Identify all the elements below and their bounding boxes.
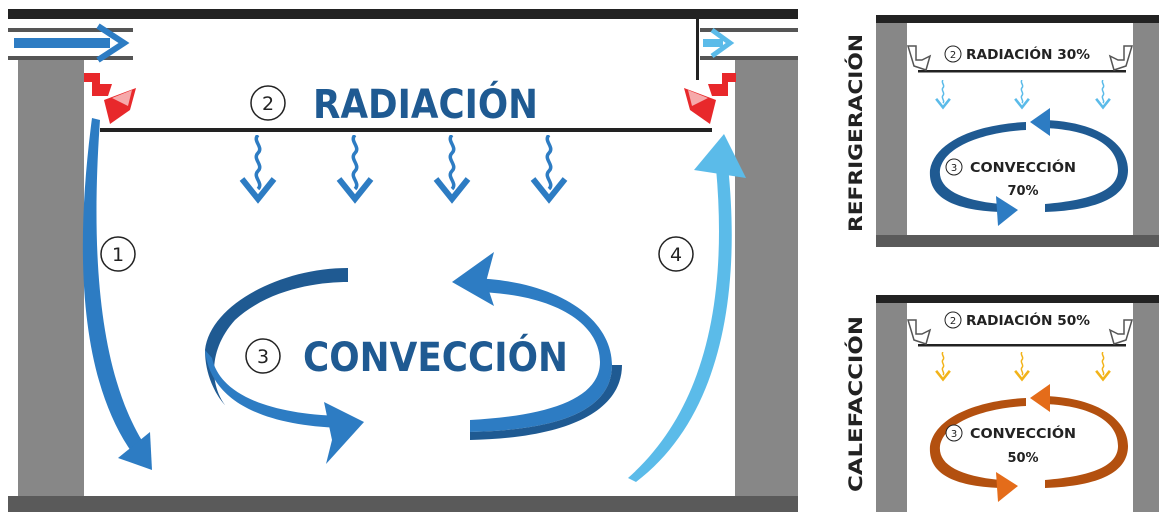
radiation-arrow-4 [533,135,565,199]
heating-right-diffuser-icon [1108,319,1134,345]
return-air-arrow [703,27,735,59]
svg-text:4: 4 [670,244,682,266]
radiation-arrow-3 [436,135,468,199]
cooling-radiation-arrows [934,80,1112,110]
heating-convection-text: CONVECCIÓN [970,426,1076,442]
heating-radiation-arrows [934,352,1112,382]
svg-text:2: 2 [950,50,956,61]
supply-air-arrow [14,23,130,63]
cooling-radiation-text: RADIACIÓN 30% [966,47,1090,63]
heating-left-diffuser-icon [906,319,932,345]
svg-text:3: 3 [257,346,269,368]
convection-label: CONVECCIÓN [303,333,568,381]
right-diffuser-icon [684,73,736,124]
radiation-arrow-2 [339,135,371,199]
cooling-convection-text: CONVECCIÓN [970,160,1076,176]
radiation-arrow-1 [242,135,274,199]
downflow-arrow [82,118,152,470]
cooling-floor [876,235,1159,247]
right-wall [735,60,798,500]
cooling-convection-pct: 70% [1007,184,1038,199]
heating-convection-loop [929,396,1128,488]
right-duct-line-bottom [700,56,798,60]
upflow-arrow [628,134,746,482]
heating-radiation-text: RADIACIÓN 50% [966,313,1090,329]
cooling-panel: 3 2 RADIACIÓN 30% CONVECCIÓN 70% REFRIGE… [843,15,1159,247]
heating-right-wall [1133,303,1159,512]
step-circle-4: 4 [658,236,694,272]
convection-loop [205,252,622,464]
heating-ceiling-panel [918,344,1126,347]
main-ceiling [8,9,798,19]
ceiling-panel [100,128,712,132]
heating-panel: 3 2 RADIACIÓN 50% CONVECCIÓN 50% CALEFAC… [843,295,1159,512]
cooling-right-diffuser-icon [1108,45,1134,71]
heating-convection-pct: 50% [1007,451,1038,466]
heating-ceiling [876,295,1159,303]
svg-text:2: 2 [950,316,956,327]
step-circle-1: 1 [100,236,136,272]
svg-text:3: 3 [951,163,957,174]
radiation-arrows [242,135,565,199]
step-circle-3: 3 [245,338,281,374]
cooling-left-diffuser-icon [906,45,932,71]
svg-text:2: 2 [262,93,274,115]
left-duct-line-top [8,28,133,32]
cooling-left-wall [876,23,907,238]
svg-text:3: 3 [951,429,957,440]
left-wall [18,60,84,500]
heating-left-wall [876,303,907,512]
cooling-side-title: REFRIGERACIÓN [843,34,867,232]
ceiling-hanger [696,18,699,80]
step-circle-2: 2 [250,85,286,121]
cooling-ceiling [876,15,1159,23]
radiation-label: RADIACIÓN [313,80,538,128]
right-duct-line-top [700,28,798,32]
main-floor [8,496,798,512]
left-duct-line-bottom [8,56,133,60]
cooling-ceiling-panel [918,70,1126,73]
main-room [8,9,798,512]
left-diffuser-icon [84,73,136,124]
svg-text:1: 1 [112,244,124,266]
cooling-right-wall [1133,23,1159,238]
heating-side-title: CALEFACCIÓN [843,316,867,492]
